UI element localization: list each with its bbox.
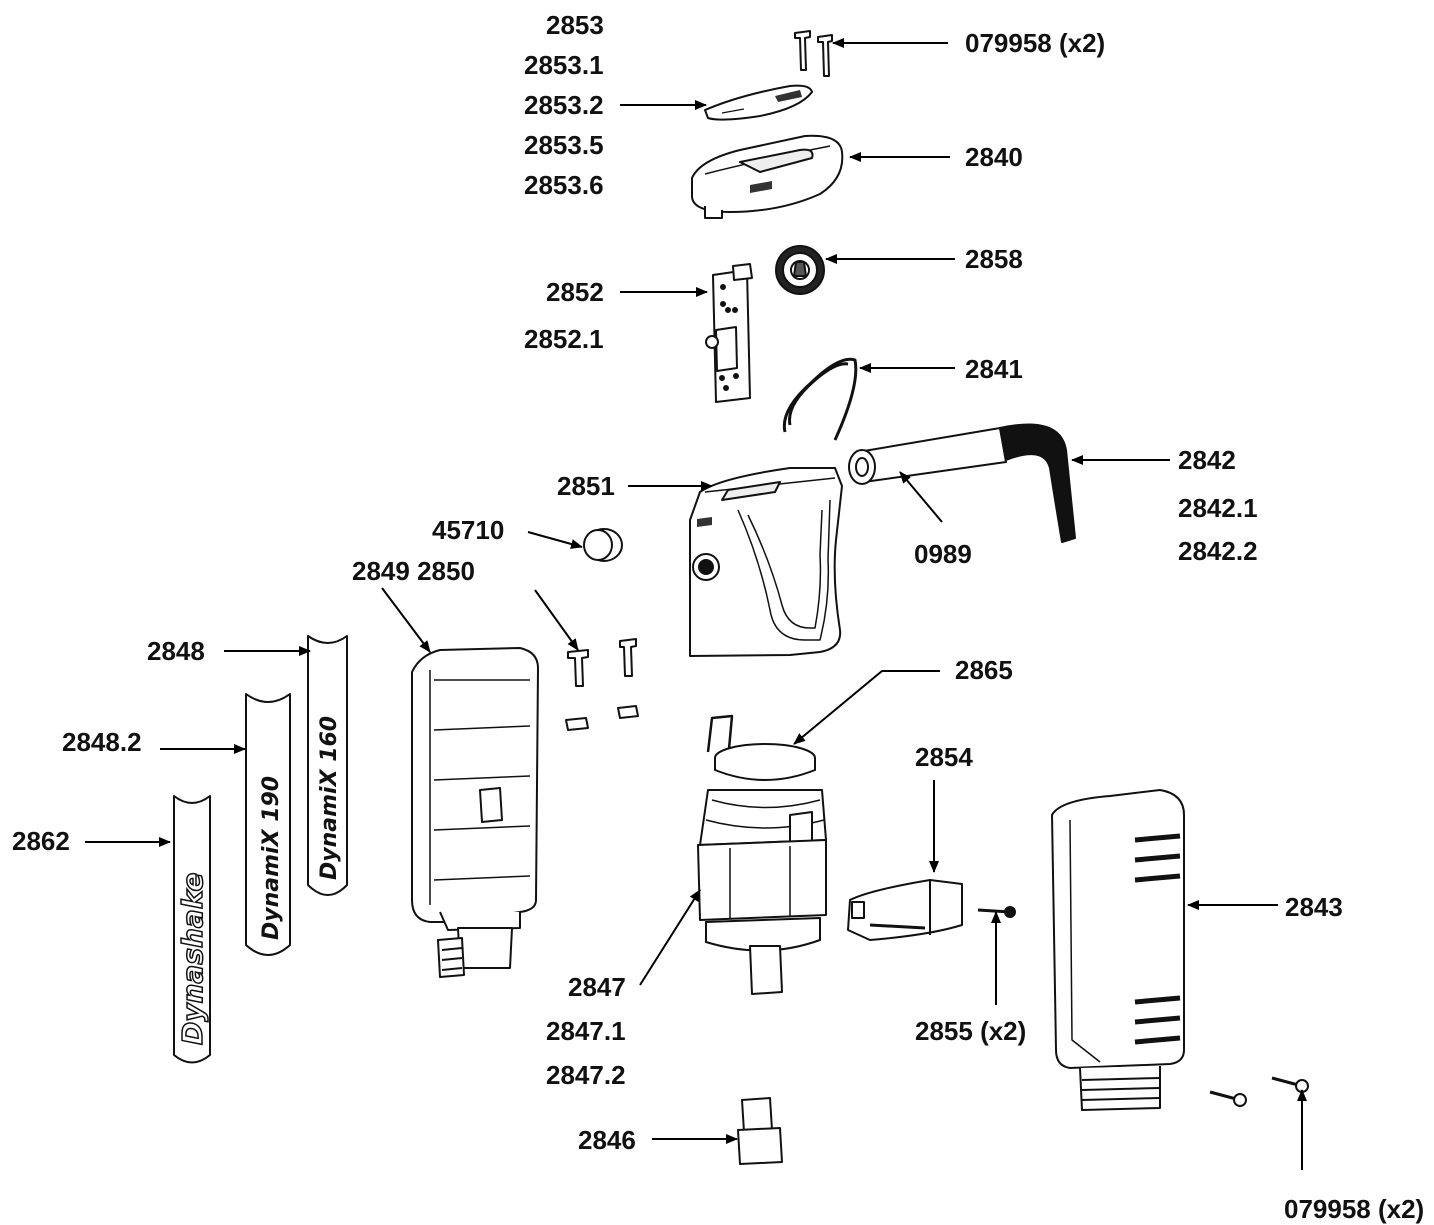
decal-dynashake (173, 795, 211, 1064)
label-2848: 2848 (147, 636, 205, 666)
decal-dynamix-160 (307, 635, 348, 896)
label-079958-bottom: 079958 (x2) (1284, 1194, 1425, 1224)
label-2853-6: 2853.6 (524, 170, 604, 200)
upper-housing-2851 (689, 467, 843, 657)
label-079958-top: 079958 (x2) (965, 28, 1106, 58)
circuit-board-2852 (705, 263, 753, 403)
arrow-2850 (534, 589, 579, 651)
label-2846: 2846 (578, 1125, 636, 1155)
label-2847-2: 2847.2 (546, 1060, 626, 1090)
label-2841: 2841 (965, 354, 1023, 384)
knob-2858 (775, 245, 825, 295)
label-2853-5: 2853.5 (524, 130, 604, 160)
screw-079958-top (794, 30, 833, 77)
cover-plate-2853 (704, 84, 813, 121)
motor-2847 (697, 714, 827, 995)
small-screws (565, 638, 639, 731)
housing-cap-2840 (691, 134, 844, 219)
cap-45710 (583, 528, 623, 562)
wire-clip-2841 (782, 357, 858, 441)
coupling-2846 (737, 1097, 783, 1165)
label-2840: 2840 (965, 142, 1023, 172)
label-2865: 2865 (955, 655, 1013, 685)
label-2842: 2842 (1178, 445, 1236, 475)
label-2849-2850: 2849 2850 (352, 556, 475, 586)
label-0989: 0989 (914, 539, 972, 569)
label-2851: 2851 (557, 471, 615, 501)
label-2858: 2858 (965, 244, 1023, 274)
arrow-2849 (381, 587, 431, 653)
arrow-0989 (899, 471, 943, 523)
label-2847-1: 2847.1 (546, 1016, 626, 1046)
power-cable-2842 (848, 423, 1076, 543)
arrow-2847 (639, 889, 701, 986)
label-2842-2: 2842.2 (1178, 536, 1258, 566)
arrow-45710 (527, 531, 583, 549)
label-2862: 2862 (12, 826, 70, 856)
outer-housing-2843 (1051, 789, 1185, 1111)
label-2852-1: 2852.1 (524, 324, 604, 354)
label-2843: 2843 (1285, 892, 1343, 922)
arrow-2865 (793, 670, 940, 745)
bracket-2854 (847, 879, 963, 941)
label-2848-2: 2848.2 (62, 727, 142, 757)
label-2854: 2854 (915, 742, 973, 772)
body-frame-2849 (411, 647, 539, 978)
decal-dynashake-text: Dynashake (176, 873, 209, 1045)
screw-079958-bottom (1209, 1076, 1309, 1107)
decal-dynamix-190-text: DynamiX 190 (259, 776, 284, 940)
label-2852: 2852 (546, 277, 604, 307)
decal-dynamix-160-text: DynamiX 160 (317, 716, 342, 880)
label-2853-1: 2853.1 (524, 50, 604, 80)
leader-arrows (85, 38, 1307, 1170)
label-2855: 2855 (x2) (915, 1016, 1027, 1046)
label-2847: 2847 (568, 972, 626, 1002)
decal-dynamix-190 (245, 693, 291, 956)
label-2842-1: 2842.1 (1178, 493, 1258, 523)
label-2853: 2853 (546, 10, 604, 40)
label-45710: 45710 (432, 515, 505, 545)
label-2853-2: 2853.2 (524, 90, 604, 120)
